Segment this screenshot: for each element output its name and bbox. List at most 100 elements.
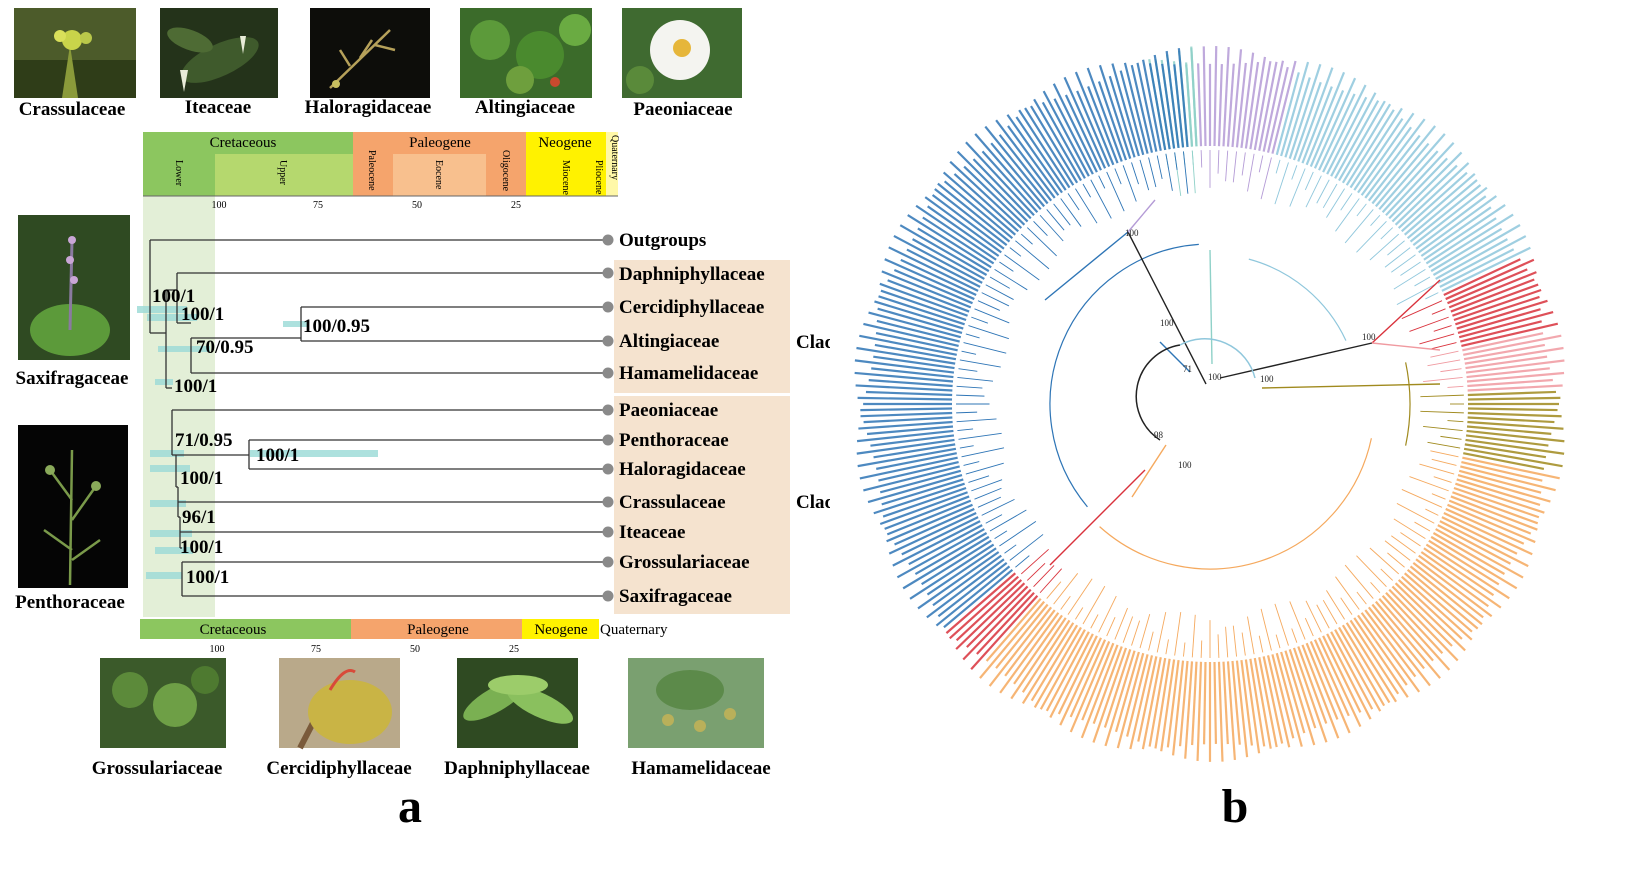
tip-label-mark — [860, 411, 953, 418]
terminal-branch — [1148, 157, 1157, 188]
terminal-branch — [1090, 179, 1112, 219]
tip-label-mark — [1313, 77, 1357, 169]
tip-label-mark — [876, 319, 960, 343]
terminal-branch — [1427, 441, 1461, 449]
tip-label-mark — [879, 469, 962, 494]
tip-label-mark — [1403, 572, 1473, 633]
tip-label-mark — [1030, 105, 1079, 184]
support-label: 100 — [1160, 318, 1174, 328]
period-label: Paleogene — [409, 135, 471, 151]
terminal-branch — [981, 292, 1010, 307]
terminal-branch — [1098, 175, 1106, 189]
tip-label-mark — [1262, 656, 1284, 744]
epoch-label: Paleocene — [366, 150, 377, 191]
tip-label-mark — [1222, 661, 1229, 745]
bottom-photo-row: Grossulariaceae Cercidiphyllaceae Daphni… — [92, 658, 771, 779]
terminal-branch — [1430, 350, 1459, 358]
tip-label-mark — [1217, 63, 1223, 147]
tip-label-mark — [1076, 90, 1111, 167]
tip-label-mark — [1428, 213, 1514, 269]
terminal-branch — [1305, 175, 1322, 208]
terminal-branch — [957, 428, 974, 431]
tip-label-mark — [956, 150, 1029, 223]
tip-label-mark — [879, 491, 968, 526]
tip-label-mark — [1388, 588, 1459, 662]
tip-label-mark — [1166, 659, 1180, 748]
tip-label-mark — [907, 214, 992, 269]
tip-label-mark — [1018, 109, 1071, 189]
tip-label-mark — [1305, 642, 1339, 720]
terminal-branch — [1322, 183, 1338, 209]
tip-label-mark — [1420, 206, 1492, 257]
terminal-branch — [956, 411, 978, 414]
photo-penthoraceae — [18, 425, 128, 588]
tip-label-mark — [863, 416, 953, 424]
tip-label-mark — [868, 379, 953, 388]
tip-label-mark — [995, 119, 1056, 199]
tip-label-mark — [873, 355, 955, 370]
tip-label-mark — [1371, 125, 1437, 205]
terminal-branch — [1344, 564, 1374, 599]
terminal-branch — [1335, 576, 1360, 610]
tip-label-mark — [1202, 661, 1207, 745]
tip-label-mark — [999, 612, 1060, 694]
terminal-branch — [1380, 227, 1394, 240]
terminal-branch — [1393, 518, 1426, 539]
tip-label-mark — [1114, 651, 1140, 733]
tip-label-mark — [1142, 59, 1162, 151]
tip-label-mark — [888, 512, 977, 555]
support-label: 98 — [1154, 430, 1164, 440]
tip-label-mark — [860, 407, 953, 412]
tip-label-mark — [974, 133, 1042, 211]
tip-label-mark — [1213, 661, 1218, 744]
terminal-branch — [961, 447, 1005, 458]
tip-label-mark — [988, 606, 1053, 687]
photo-caption: Saxifragaceae — [16, 368, 129, 389]
tip-label-mark — [881, 478, 964, 506]
tip-label-mark — [888, 246, 979, 292]
tip-label-mark — [1360, 612, 1421, 693]
tip-label-mark — [1153, 54, 1171, 150]
tip-label-mark — [1465, 359, 1565, 374]
tip-label-mark — [942, 171, 1017, 236]
tip-label-mark — [878, 460, 959, 482]
tick-label: 50 — [412, 200, 422, 211]
tip-label-mark — [1313, 639, 1350, 717]
terminal-branch — [959, 445, 974, 449]
tip-label-mark — [976, 591, 1035, 655]
terminal-branch — [1419, 333, 1455, 345]
tip-label-mark — [863, 322, 959, 348]
taxon-label: Grossulariaceae — [619, 552, 750, 573]
terminal-branch — [1200, 150, 1203, 168]
period-label: Neogene — [534, 622, 588, 638]
terminal-branch — [1425, 292, 1439, 300]
chronogram-tree — [149, 239, 607, 597]
tip-label-mark — [1467, 420, 1564, 430]
terminal-branch — [1217, 634, 1220, 658]
side-photo-column: Saxifragaceae Penthoraceae — [15, 215, 130, 613]
tip-label-mark — [931, 194, 1005, 250]
tip-label-mark — [932, 554, 1002, 607]
tip-label-mark — [884, 258, 975, 301]
tip-label-mark — [1394, 582, 1466, 652]
terminal-branch — [1447, 420, 1464, 423]
tip-label-mark — [856, 346, 956, 365]
tip-label-mark — [1108, 75, 1136, 158]
terminal-branch — [1039, 568, 1063, 594]
tip-label-mark — [871, 367, 954, 379]
tip-label-mark — [1301, 86, 1333, 164]
tip-label-mark — [1086, 67, 1123, 162]
terminal-branch — [1401, 489, 1443, 508]
tip-label-mark — [857, 447, 957, 468]
terminal-branch — [1165, 639, 1169, 655]
tip-label-mark — [1322, 635, 1362, 713]
terminal-branch — [1046, 209, 1065, 231]
photo-iteaceae — [160, 8, 278, 98]
terminal-branch — [1335, 198, 1360, 232]
taxon-label: Hamamelidaceae — [619, 363, 758, 384]
tip-label-mark — [979, 600, 1046, 679]
tip-label-mark — [1338, 626, 1386, 707]
terminal-branch — [1174, 152, 1178, 170]
tip-label-mark — [1080, 644, 1119, 739]
terminal-branch — [1304, 171, 1314, 191]
